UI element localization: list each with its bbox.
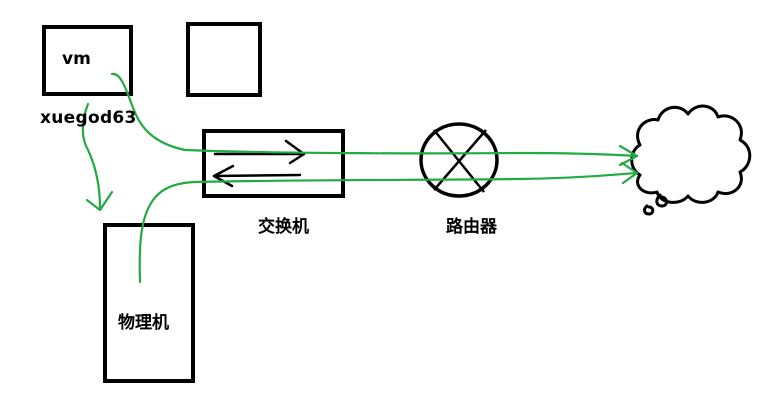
switch-arrows-icon bbox=[212, 139, 306, 188]
switch-box bbox=[202, 129, 345, 198]
flow-physical-to-cloud-arrowhead bbox=[620, 161, 639, 185]
physical-machine-box bbox=[103, 223, 195, 383]
cloud-icon bbox=[630, 104, 752, 216]
empty-box bbox=[186, 22, 262, 97]
vm-box bbox=[42, 25, 133, 96]
vm-label: vm bbox=[62, 49, 91, 69]
vm-host-label: xuegod63 bbox=[40, 108, 137, 128]
router-cross-circle-icon bbox=[419, 122, 499, 198]
physical-machine-label: 物理机 bbox=[118, 313, 169, 333]
switch-label: 交换机 bbox=[258, 217, 309, 237]
flow-physical-to-cloud bbox=[138, 171, 639, 284]
flow-vm-to-cloud bbox=[110, 72, 639, 158]
traffic-flows bbox=[81, 72, 639, 284]
flow-host-down bbox=[81, 102, 102, 210]
router-label: 路由器 bbox=[446, 217, 497, 237]
flow-host-down-arrowhead bbox=[85, 190, 114, 212]
flow-vm-to-cloud-arrowhead bbox=[618, 144, 639, 167]
